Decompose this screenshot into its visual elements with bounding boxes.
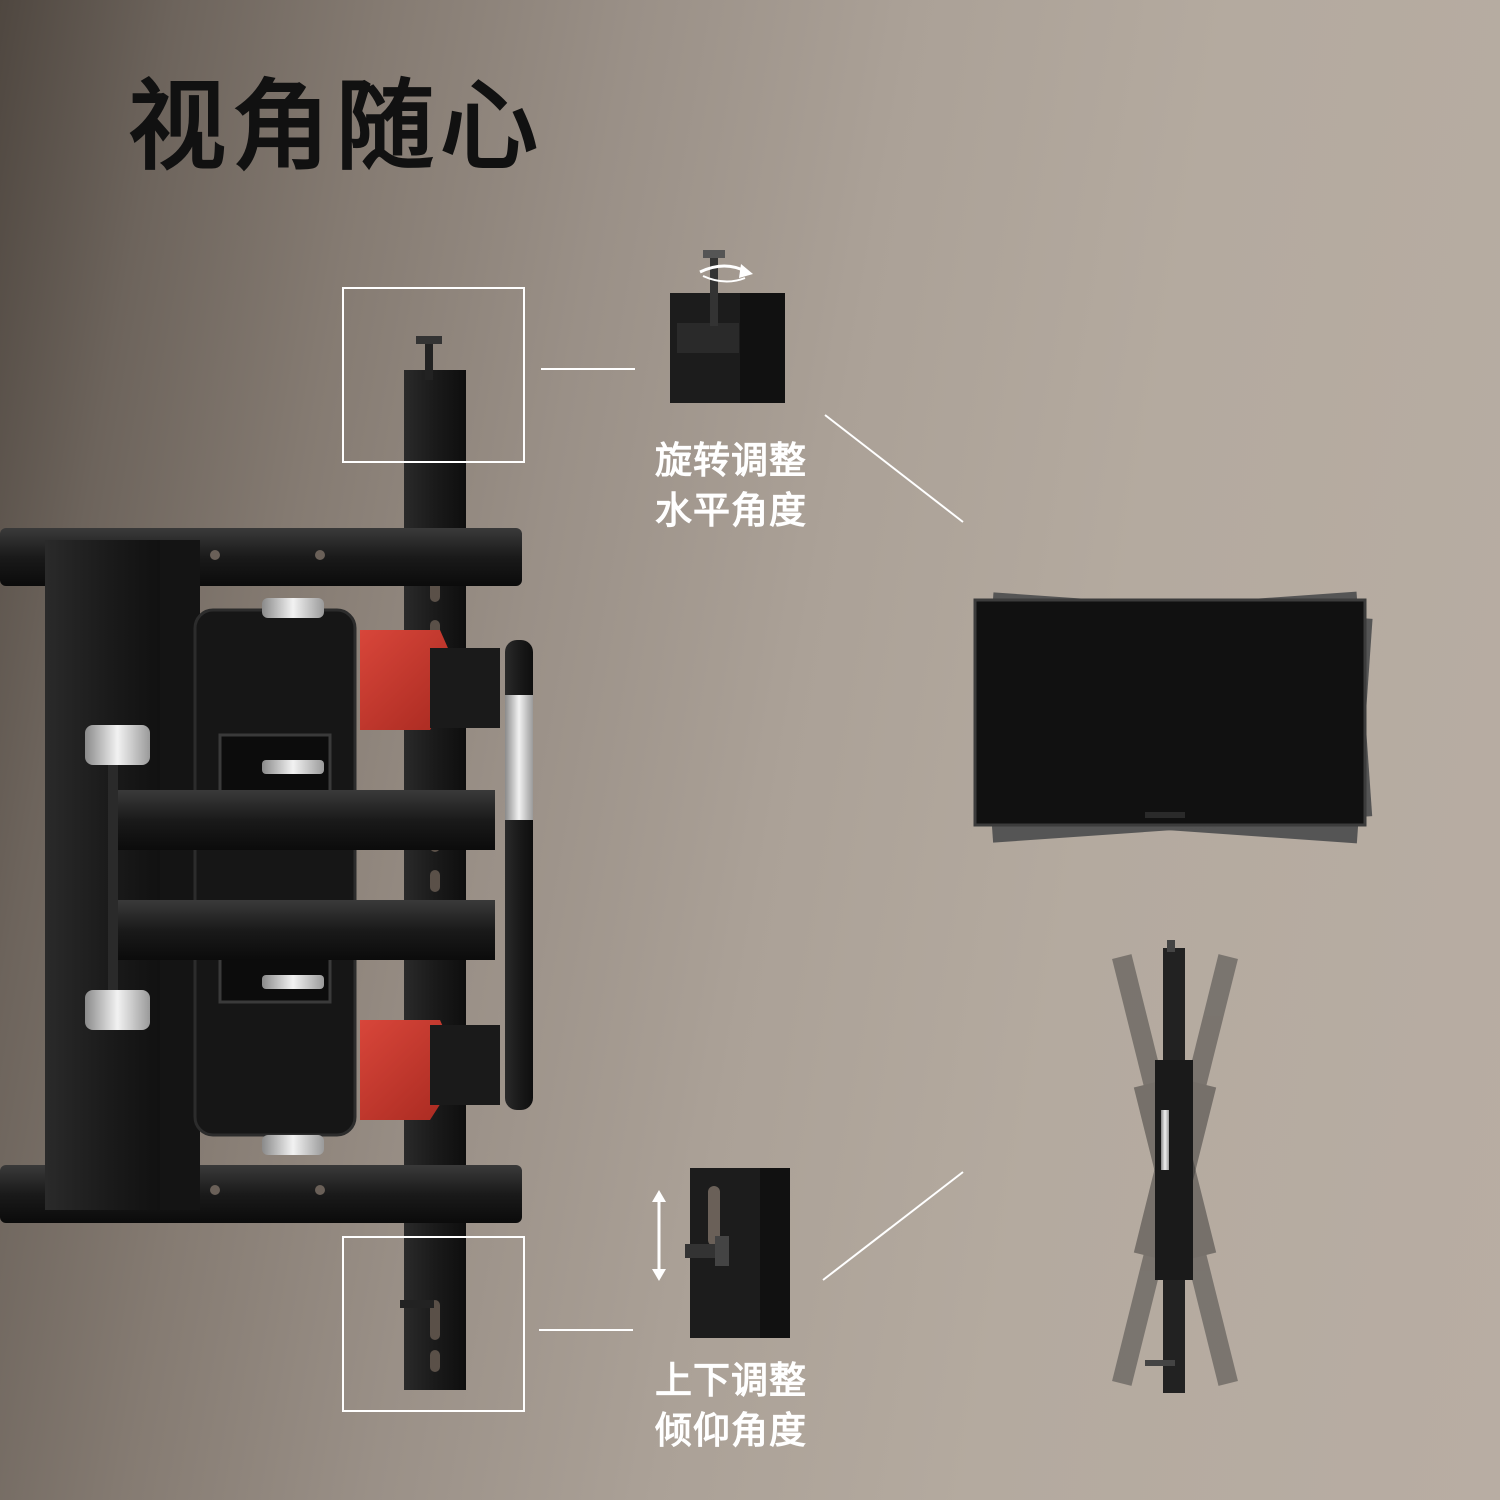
rotate-caption: 旋转调整 水平角度: [655, 436, 807, 536]
tilt-caption-line1: 上下调整: [655, 1359, 807, 1402]
tv-rotation-illustration: [973, 591, 1373, 844]
tilt-connector-line: [539, 1329, 633, 1331]
rotate-adjust-detail: [670, 250, 785, 403]
rotate-caption-line2: 水平角度: [655, 489, 807, 532]
tv-tilt-illustration: [1112, 940, 1238, 1393]
tilt-caption: 上下调整 倾仰角度: [655, 1356, 807, 1456]
tilt-detail-frame: [342, 1236, 525, 1412]
tilt-caption-line2: 倾仰角度: [655, 1409, 807, 1452]
rotate-arrow-icon: [699, 264, 753, 283]
rotate-caption-line1: 旋转调整: [655, 439, 807, 482]
tilt-adjust-detail: [685, 1168, 790, 1338]
page-title: 视角随心: [128, 70, 545, 184]
rotate-connector-line: [541, 368, 635, 370]
rotate-detail-frame: [342, 287, 525, 463]
vertical-arrow-icon: [652, 1190, 666, 1281]
